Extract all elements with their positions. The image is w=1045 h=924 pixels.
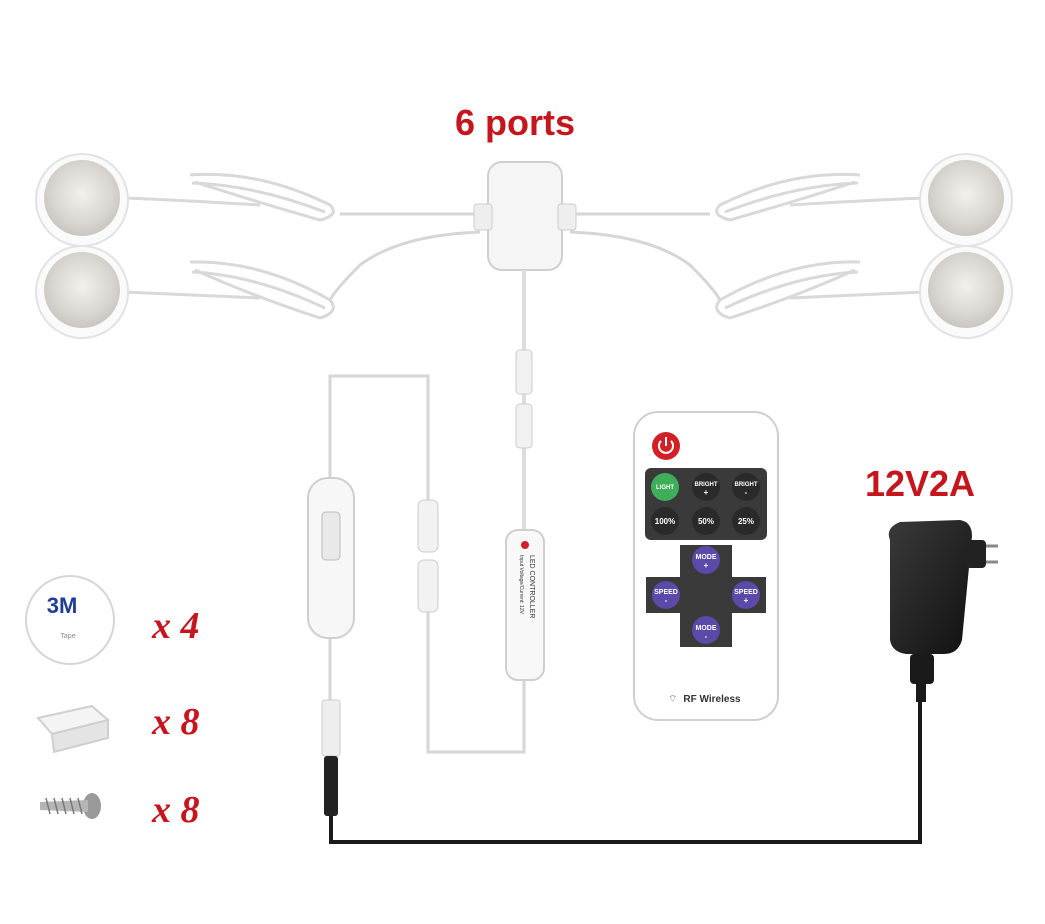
puck-light-top-left — [35, 153, 129, 247]
remote-btn-25-label: 25% — [738, 517, 754, 526]
remote-btn-bright-up-sign: + — [704, 488, 709, 497]
inline-connector — [417, 499, 439, 613]
remote-btn-light-label: LIGHT — [656, 485, 674, 491]
controller-label: LED CONTROLLER — [528, 555, 535, 618]
coiled-cable-bottom-right — [715, 260, 926, 320]
puck-light-bottom-right — [919, 245, 1013, 339]
remote-btn-bright-up — [692, 473, 720, 501]
wireless-icon: ⌔ — [668, 694, 677, 705]
tape-small-text: Tape — [60, 633, 75, 640]
coiled-cable-top-left — [124, 172, 335, 222]
remote-btn-bright-down-sign: - — [745, 488, 748, 497]
power-cable — [329, 700, 922, 844]
remote-btn-mode-up — [692, 546, 720, 574]
remote-btn-50 — [692, 507, 720, 535]
tape-brand-label: 3M — [47, 593, 78, 618]
accessory-clip-quantity: x 8 — [151, 701, 200, 743]
remote-btn-bright-down — [732, 473, 760, 501]
rocker-switch — [307, 477, 355, 639]
remote-btn-bright-down-label: BRIGHT — [735, 482, 758, 488]
coiled-cable-top-right — [715, 172, 926, 222]
controller-small-text: Input Voltage/Current: 12V — [518, 555, 524, 615]
accessory-3m-quantity: x 4 — [151, 605, 200, 647]
puck-light-top-right — [919, 153, 1013, 247]
accessory-screw — [40, 793, 101, 819]
remote-btn-bright-up-label: BRIGHT — [695, 482, 718, 488]
remote-btn-100 — [651, 507, 679, 535]
remote-dpad — [646, 545, 766, 647]
remote-btn-mode-down-label: MODE — [696, 625, 717, 632]
remote-btn-light — [651, 473, 679, 501]
hub-to-controller-cable — [515, 270, 533, 530]
remote-btn-100-label: 100% — [655, 517, 675, 526]
accessory-mounting-clip — [36, 704, 111, 754]
led-controller: LED CONTROLLER Input Voltage/Current: 12… — [505, 529, 545, 681]
hub-wires — [328, 212, 722, 301]
remote-footer: RF Wireless — [683, 694, 741, 705]
remote-btn-mode-down — [692, 616, 720, 644]
remote-btn-speed-down-label: SPEED — [654, 589, 678, 596]
coiled-cable-bottom-left — [124, 260, 335, 320]
switch-loop-wire — [328, 374, 526, 754]
remote-btn-50-label: 50% — [698, 517, 714, 526]
remote-btn-speed-down — [652, 581, 680, 609]
accessory-3m-pad: 3M Tape — [25, 575, 115, 665]
remote-btn-speed-up-sign: + — [744, 596, 749, 605]
remote-btn-25 — [732, 507, 760, 535]
adapter-label: 12V2A — [865, 463, 975, 504]
accessory-screw-quantity: x 8 — [151, 789, 200, 831]
remote-control: LIGHT BRIGHT + BRIGHT - 100% 50% 25% MOD… — [633, 411, 779, 721]
puck-light-bottom-left — [35, 245, 129, 339]
power-adapter — [888, 520, 998, 702]
ports-headline: 6 ports — [455, 102, 575, 143]
remote-btn-speed-up-label: SPEED — [734, 589, 758, 596]
remote-btn-mode-up-sign: + — [704, 561, 709, 570]
hub-splitter — [473, 161, 577, 271]
remote-btn-speed-down-sign: - — [665, 596, 668, 605]
remote-btn-mode-up-label: MODE — [696, 554, 717, 561]
remote-btn-mode-down-sign: - — [705, 632, 708, 641]
dc-plug — [321, 699, 341, 816]
remote-btn-speed-up — [732, 581, 760, 609]
